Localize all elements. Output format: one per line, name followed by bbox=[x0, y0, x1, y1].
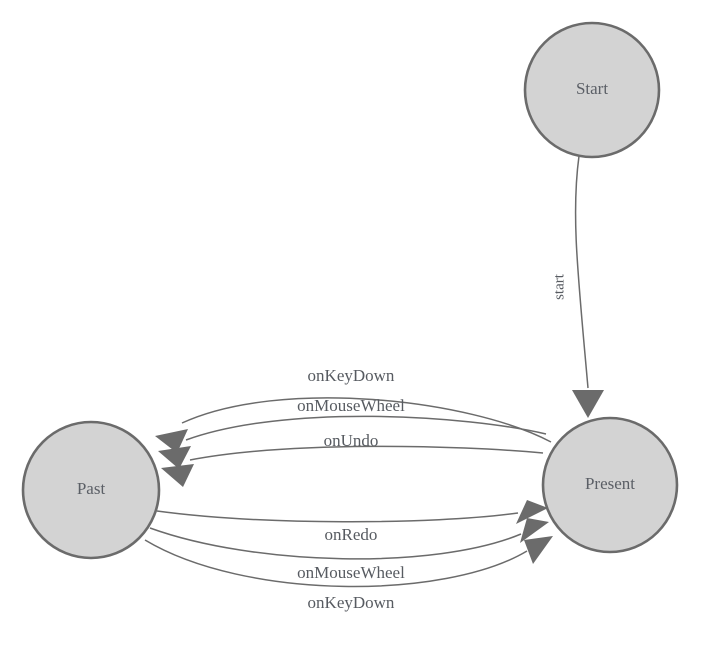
edge-past-to-present-redo-arrowhead bbox=[516, 500, 548, 524]
edge-present-to-past-mousewheel[interactable] bbox=[158, 415, 547, 469]
node-present-label: Present bbox=[585, 474, 635, 493]
edge-past-to-present-redo-path bbox=[156, 510, 519, 523]
node-present[interactable]: Present bbox=[541, 416, 679, 554]
edge-present-to-past-undo-path bbox=[189, 445, 544, 461]
edge-present-to-past-keydown-path bbox=[181, 397, 552, 443]
edge-past-to-present-keydown-arrowhead bbox=[524, 536, 553, 564]
edge-label-present-to-past-keydown: onKeyDown bbox=[308, 366, 395, 385]
edge-present-to-past-undo-arrowhead bbox=[161, 464, 194, 487]
edge-label-start: start bbox=[551, 273, 567, 300]
node-past[interactable]: Past bbox=[21, 420, 161, 560]
edge-past-to-present-keydown-path bbox=[144, 539, 528, 588]
node-start[interactable]: Start bbox=[523, 21, 661, 159]
edge-past-to-present-mousewheel-path bbox=[149, 527, 522, 560]
edge-present-to-past-keydown[interactable] bbox=[155, 397, 552, 453]
edge-label-past-to-present-redo: onRedo bbox=[325, 525, 378, 544]
edge-past-to-present-mousewheel[interactable] bbox=[149, 518, 549, 560]
edge-label-present-to-past-mousewheel: onMouseWheel bbox=[297, 396, 405, 415]
edge-present-to-past-undo[interactable] bbox=[161, 445, 544, 487]
edge-start-to-present-path bbox=[574, 155, 589, 389]
edge-present-to-past-mousewheel-arrowhead bbox=[158, 446, 191, 469]
node-start-label: Start bbox=[576, 79, 608, 98]
edge-past-to-present-redo[interactable] bbox=[156, 500, 548, 524]
node-present-circle bbox=[541, 416, 679, 554]
edge-present-to-past-keydown-arrowhead bbox=[155, 429, 188, 453]
node-past-label: Past bbox=[77, 479, 106, 498]
edge-label-past-to-present-mousewheel: onMouseWheel bbox=[297, 563, 405, 582]
edge-start-to-present[interactable] bbox=[572, 155, 604, 418]
edge-label-past-to-present-keydown: onKeyDown bbox=[308, 593, 395, 612]
edge-present-to-past-mousewheel-path bbox=[185, 415, 547, 441]
edge-past-to-present-mousewheel-arrowhead bbox=[520, 518, 549, 543]
edge-start-to-present-arrowhead bbox=[572, 390, 604, 418]
node-past-circle bbox=[21, 420, 161, 560]
edge-label-present-to-past-undo: onUndo bbox=[324, 431, 379, 450]
edge-past-to-present-keydown[interactable] bbox=[144, 536, 553, 588]
node-start-circle bbox=[523, 21, 661, 159]
